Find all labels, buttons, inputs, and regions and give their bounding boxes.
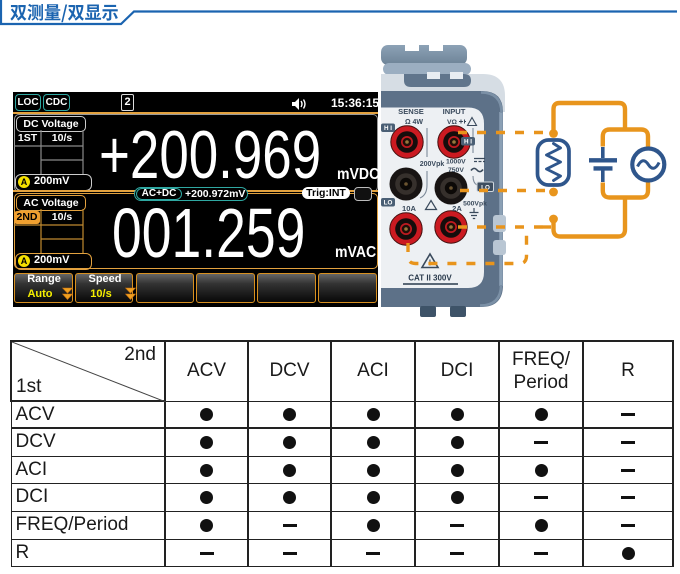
svg-text:Ω 4W: Ω 4W (405, 119, 423, 126)
svg-text:2A: 2A (452, 204, 462, 213)
svg-text:H I: H I (464, 139, 472, 146)
svg-text:200Vpk: 200Vpk (420, 161, 445, 168)
svg-text:500Vpk: 500Vpk (463, 201, 487, 208)
svg-text:H I: H I (384, 125, 392, 132)
svg-text:750V: 750V (448, 167, 464, 174)
svg-text:10A: 10A (402, 204, 416, 213)
svg-text:SENSE: SENSE (398, 107, 424, 116)
svg-text:LO: LO (481, 185, 490, 192)
svg-text:VΩ: VΩ (447, 119, 458, 126)
svg-text:1000V: 1000V (446, 159, 466, 166)
svg-text:INPUT: INPUT (443, 107, 466, 116)
svg-text:LO: LO (384, 200, 393, 207)
svg-text:CAT II 300V: CAT II 300V (408, 274, 452, 283)
